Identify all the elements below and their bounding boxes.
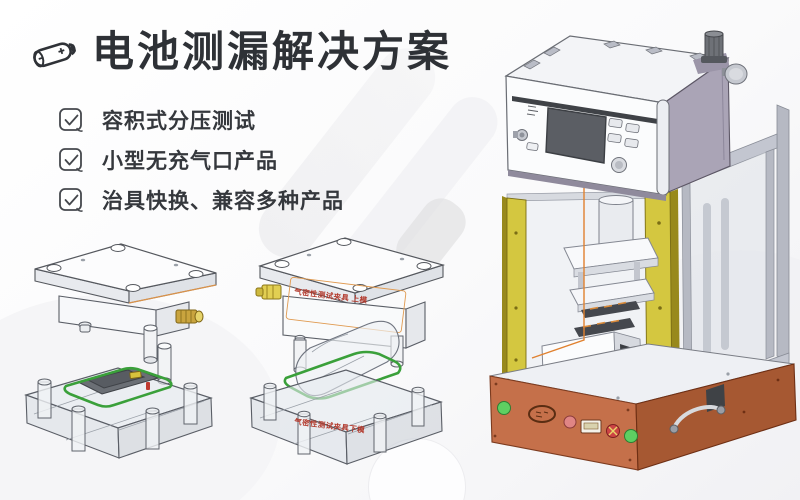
base-side-details	[669, 378, 780, 434]
checkbox-check-icon	[59, 187, 83, 212]
feature-list: 容积式分压测试 小型无充气口产品 治具快换、兼容多种产品	[58, 100, 344, 220]
left-fixture-brass-fitting	[175, 309, 204, 324]
feature-label: 小型无充气口产品	[102, 150, 278, 173]
page-title: 电池测漏解决方案	[92, 28, 453, 75]
left-fixture-top-plate	[34, 243, 217, 304]
header: 电池测漏解决方案	[26, 28, 452, 76]
base-front-controls	[493, 382, 638, 462]
fixture-render-middle: 气密性测试夹具 上模 气密性测试夹具下模	[236, 226, 464, 488]
machine-control-box	[504, 35, 731, 201]
seal-oring-green	[283, 350, 402, 400]
stop-button	[563, 415, 577, 429]
air-regulator	[693, 30, 748, 85]
middle-fixture-top-plate	[257, 237, 446, 306]
feature-label: 容积式分压测试	[102, 110, 256, 133]
panel-logo-text	[526, 105, 539, 116]
battery-icon	[33, 42, 76, 68]
seal-oring-green	[63, 366, 173, 408]
checkbox-check-icon	[59, 107, 83, 132]
start-button-right	[624, 429, 638, 443]
brand-badge	[528, 405, 556, 423]
fixture-render-left	[6, 230, 234, 476]
middle-fixture-base: 气密性测试夹具下模	[249, 369, 443, 465]
control-buttons	[607, 118, 640, 149]
checkbox-check-icon	[59, 147, 83, 172]
control-screen	[545, 107, 607, 164]
feature-item: 小型无充气口产品	[58, 140, 344, 180]
left-fixture-base	[24, 366, 213, 459]
feature-item: 治具快换、兼容多种产品	[58, 180, 344, 220]
machine-render	[478, 8, 798, 494]
start-button-left	[497, 401, 511, 415]
middle-fixture-yellow-fitting	[255, 284, 282, 300]
feature-item: 容积式分压测试	[58, 100, 344, 140]
feature-label: 治具快换、兼容多种产品	[102, 190, 344, 213]
machine-base	[489, 343, 797, 471]
